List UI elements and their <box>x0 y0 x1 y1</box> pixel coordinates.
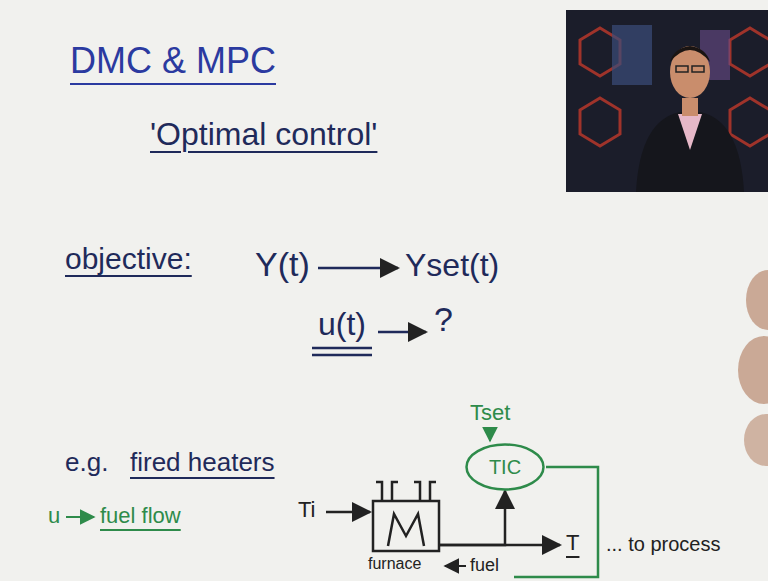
note: e.g. <box>65 448 108 478</box>
variable: u(t) <box>318 306 366 343</box>
title: DMC & MPC <box>70 40 276 81</box>
hand <box>746 270 768 330</box>
stream-label: T <box>566 530 579 555</box>
double-underline <box>312 347 372 350</box>
controller-circle: TIC <box>465 443 545 491</box>
hand <box>738 336 768 404</box>
setpoint-label: Tset <box>470 400 510 425</box>
node-label: furnace <box>368 555 421 573</box>
mapping-arrow <box>66 516 94 518</box>
setpoint-arrow <box>489 428 491 441</box>
inlet-stream <box>326 511 370 514</box>
stream-label: fuel <box>470 555 499 576</box>
note: ... to process <box>606 533 721 556</box>
measurement-connector <box>440 491 505 545</box>
note: fired heaters <box>130 448 275 478</box>
note: fuel flow <box>100 503 181 528</box>
variable: Y(t) <box>255 245 310 284</box>
furnace-box-outline <box>372 500 440 552</box>
subtitle: 'Optimal control' <box>150 116 377 153</box>
hand <box>744 414 768 466</box>
node-label: TIC <box>489 456 521 479</box>
control-signal-line <box>514 467 598 577</box>
stream-label: Ti <box>298 497 316 522</box>
fuel-arrow <box>445 565 466 567</box>
double-underline <box>312 354 372 357</box>
heading: objective: <box>65 242 192 277</box>
mapping-arrow <box>378 331 426 334</box>
variable: Yset(t) <box>405 247 499 284</box>
video-inset <box>566 10 768 192</box>
mapping-arrow <box>318 267 398 270</box>
furnace-box: furnace <box>372 500 440 552</box>
variable: u <box>48 503 60 528</box>
question-mark: ? <box>434 300 453 339</box>
